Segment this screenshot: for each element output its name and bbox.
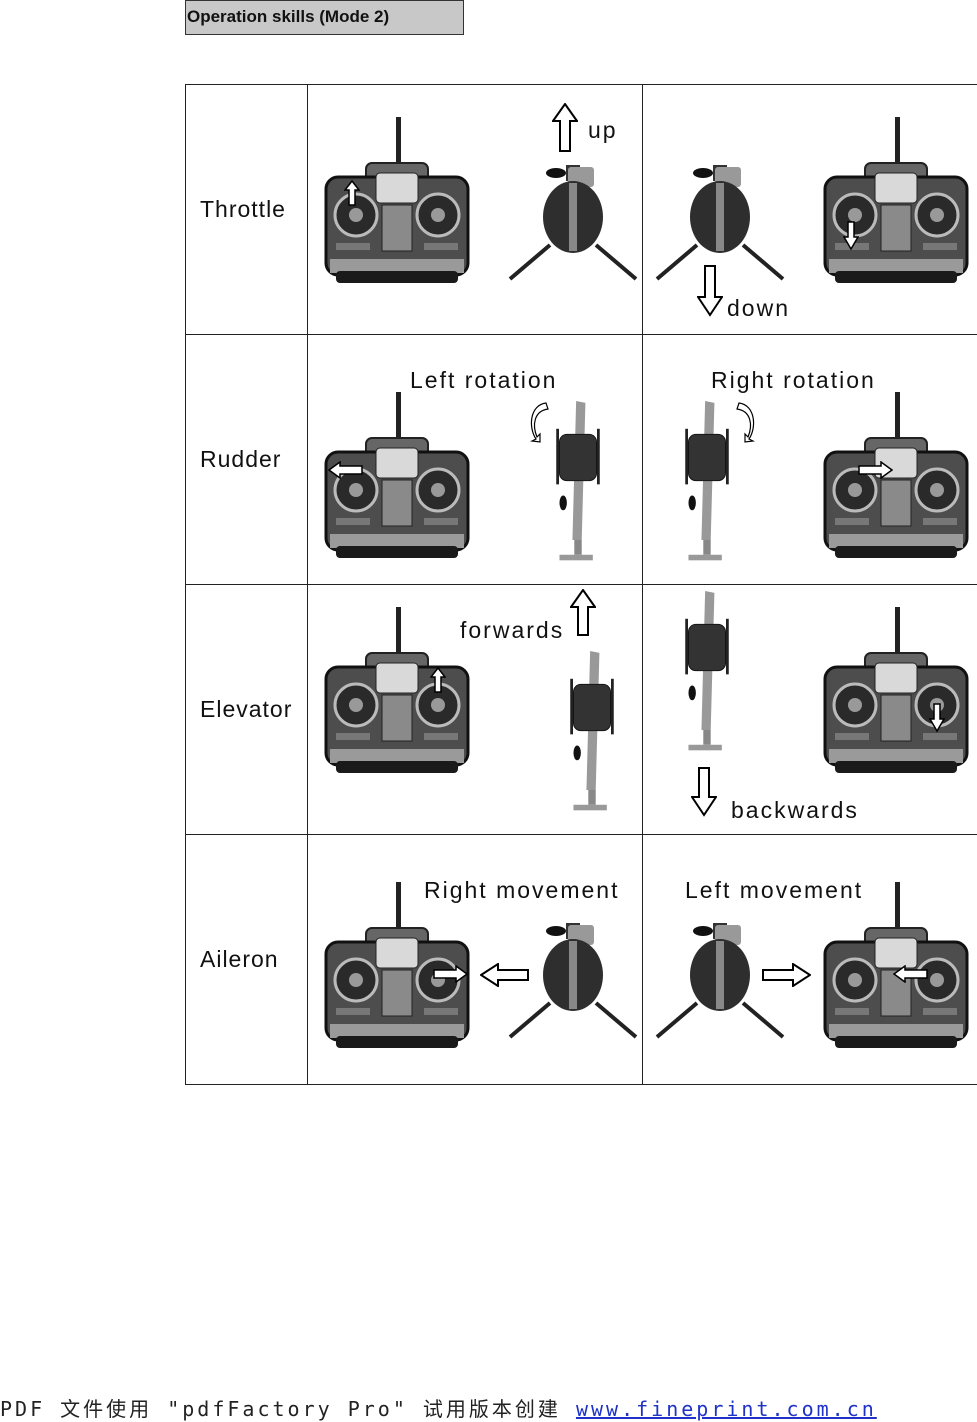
- row-throttle: Throttle up down: [186, 85, 977, 335]
- row-label-rudder: Rudder: [186, 335, 308, 585]
- stick-up-arrow-icon: [430, 667, 446, 693]
- throttle-up-caption: up: [588, 117, 618, 144]
- row-rudder: Rudder Left rotation Right rotation: [186, 335, 977, 585]
- row-label-throttle: Throttle: [186, 85, 308, 335]
- aileron-right-cell: Right movement: [308, 835, 643, 1085]
- backward-arrow-icon: [691, 767, 717, 817]
- transmitter-image: [821, 597, 971, 787]
- transmitter-image: [322, 597, 472, 787]
- elevator-forward-cell: forwards: [308, 585, 643, 835]
- stick-down-arrow-icon: [843, 221, 859, 251]
- helicopter-top-image: [677, 591, 737, 767]
- elevator-backward-caption: backwards: [731, 797, 859, 824]
- stick-up-arrow-icon: [344, 180, 360, 206]
- stick-down-arrow-icon: [929, 703, 945, 733]
- row-aileron: Aileron Right movement Left movement: [186, 835, 977, 1085]
- footer-text: PDF 文件使用 "pdfFactory Pro" 试用版本创建: [0, 1397, 576, 1421]
- footer-link[interactable]: www.fineprint.com.cn: [576, 1397, 877, 1421]
- helicopter-top-image: [548, 401, 608, 577]
- throttle-down-cell: down: [643, 85, 977, 335]
- section-title: Operation skills (Mode 2): [185, 0, 464, 35]
- stick-right-arrow-icon: [432, 965, 468, 983]
- throttle-down-caption: down: [727, 295, 790, 322]
- transmitter-image: [821, 107, 971, 297]
- throttle-up-cell: up: [308, 85, 643, 335]
- stick-left-arrow-icon: [893, 965, 929, 983]
- row-label-aileron: Aileron: [186, 835, 308, 1085]
- helicopter-front-image: [508, 165, 638, 295]
- transmitter-image: [821, 387, 971, 567]
- stick-left-arrow-icon: [328, 461, 364, 479]
- rudder-left-cell: Left rotation: [308, 335, 643, 585]
- pdf-footer: PDF 文件使用 "pdfFactory Pro" 试用版本创建 www.fin…: [0, 1393, 977, 1421]
- elevator-backward-cell: backwards: [643, 585, 977, 835]
- helicopter-front-image: [508, 923, 638, 1053]
- row-elevator: Elevator forwards backwards: [186, 585, 977, 835]
- aileron-left-cell: Left movement: [643, 835, 977, 1085]
- rotate-right-arrow-icon: [733, 397, 759, 443]
- row-label-elevator: Elevator: [186, 585, 308, 835]
- left-movement-arrow-icon: [761, 963, 811, 987]
- helicopter-front-image: [655, 923, 785, 1053]
- elevator-forward-caption: forwards: [460, 617, 564, 644]
- rudder-right-cell: Right rotation: [643, 335, 977, 585]
- helicopter-top-image: [677, 401, 737, 577]
- down-arrow-icon: [697, 265, 723, 317]
- operation-table: Throttle up down Rudder Left rotation Ri…: [185, 84, 977, 1085]
- helicopter-top-image: [562, 651, 622, 827]
- forward-arrow-icon: [570, 589, 596, 637]
- stick-right-arrow-icon: [857, 461, 893, 479]
- up-arrow-icon: [552, 103, 578, 153]
